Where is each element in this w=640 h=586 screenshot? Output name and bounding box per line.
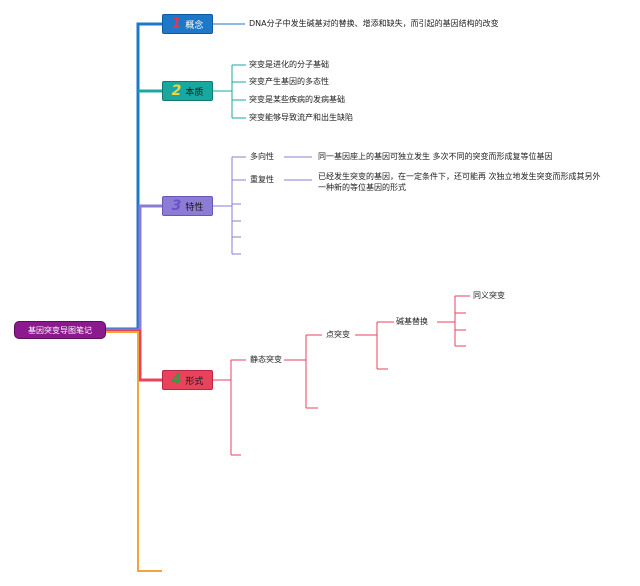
essence-links xyxy=(213,64,246,119)
forms-label: 形式 xyxy=(185,376,204,387)
essence-item-1: 突变是进化的分子基础 xyxy=(249,60,329,69)
traits-node[interactable]: 3 特性 xyxy=(162,196,213,216)
essence-item-3: 突变是某些疾病的发病基础 xyxy=(249,95,345,104)
concept-number: 1 xyxy=(171,16,182,32)
trait-name-2: 重复性 xyxy=(250,175,274,184)
trunk-traits xyxy=(106,204,162,332)
essence-item-4: 突变能够导致流产和出生缺陷 xyxy=(249,113,353,122)
concept-label: 概念 xyxy=(185,20,204,31)
forms-great: 碱基替换 xyxy=(396,317,428,326)
root-label: 基因突变导图笔记 xyxy=(28,325,92,335)
traits-number: 3 xyxy=(171,198,182,214)
forms-node[interactable]: 4 形式 xyxy=(162,370,213,390)
forms-child: 静态突变 xyxy=(250,355,282,364)
forms-number: 4 xyxy=(171,372,182,388)
forms-leaf: 同义突变 xyxy=(473,291,505,300)
trunk-extra xyxy=(106,331,162,572)
trait-name-1: 多向性 xyxy=(250,152,274,161)
traits-links xyxy=(213,156,312,255)
essence-number: 2 xyxy=(171,83,182,99)
concept-definition: DNA分子中发生碱基对的替换、增添和缺失，而引起的基因结构的改变 xyxy=(249,19,499,28)
forms-links xyxy=(213,295,470,456)
concept-node[interactable]: 1 概念 xyxy=(162,14,213,34)
essence-node[interactable]: 2 本质 xyxy=(162,81,213,101)
root-node[interactable]: 基因突变导图笔记 xyxy=(14,321,106,339)
trunk-concept xyxy=(106,22,162,331)
traits-label: 特性 xyxy=(185,202,204,213)
trait-desc-1: 同一基因座上的基因可独立发生 多次不同的突变而形成复等位基因 xyxy=(318,152,553,161)
forms-grandchild: 点突变 xyxy=(326,330,350,339)
trait-desc-2: 已经发生突变的基因，在一定条件下，还可能再 次独立地发生突变而形成其另外一种新的… xyxy=(318,172,601,192)
trunk-forms xyxy=(106,329,162,382)
essence-label: 本质 xyxy=(185,87,204,98)
essence-item-2: 突变产生基因的多态性 xyxy=(249,77,329,86)
